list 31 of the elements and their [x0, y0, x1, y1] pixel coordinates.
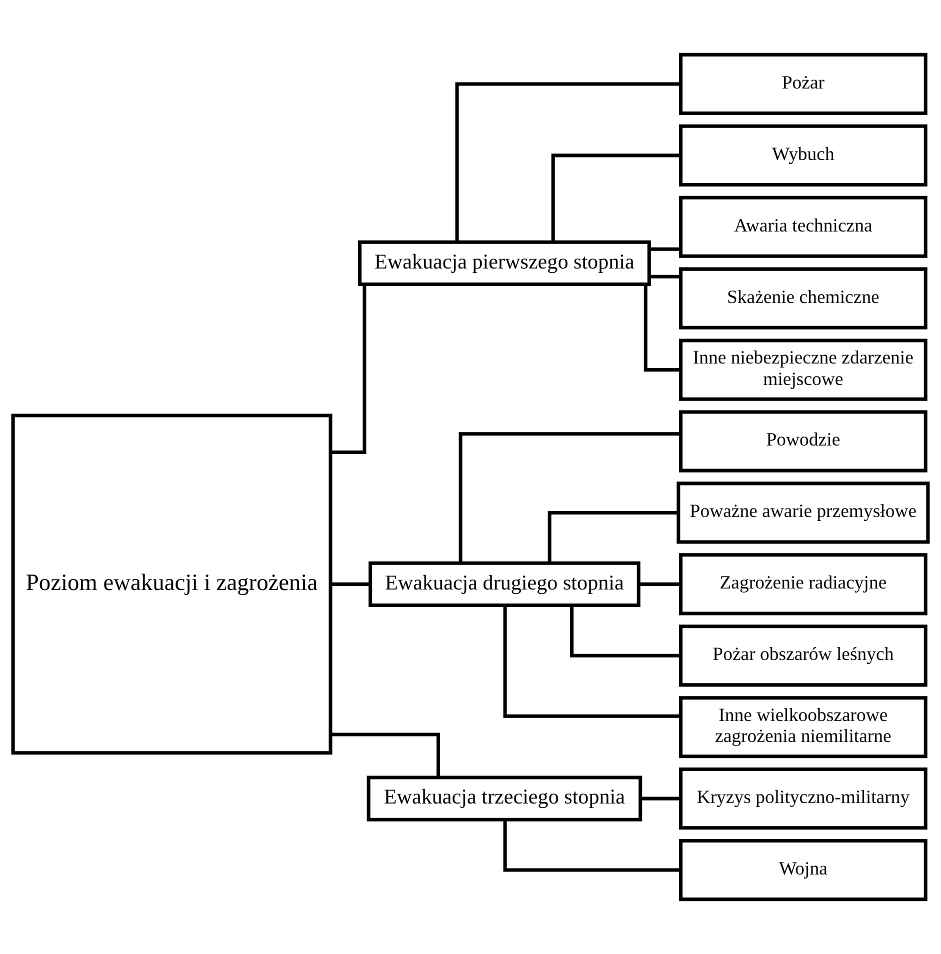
- connector: [503, 605, 681, 718]
- node-box: Poważne awarie przemysłowe: [676, 482, 930, 544]
- connector: [455, 82, 681, 242]
- node-box: Inne wielkoobszarowe zagrożenia niemilitarne: [679, 696, 928, 758]
- node-box: Inne niebezpieczne zdarzenie miejscowe: [679, 338, 928, 401]
- connector: [503, 820, 681, 872]
- connector: [330, 582, 370, 586]
- connector: [644, 284, 681, 372]
- connector: [638, 582, 680, 586]
- node-box: Zagrożenie radiacyjne: [679, 553, 928, 616]
- connector: [548, 510, 678, 563]
- connector: [649, 274, 681, 278]
- node-box: Kryzys polityczno-militarny: [679, 768, 928, 830]
- connector: [330, 732, 440, 778]
- connector: [570, 606, 681, 658]
- connector: [640, 796, 680, 800]
- node-box: Skażenie chemiczne: [679, 267, 928, 330]
- node-box: Pożar: [679, 52, 928, 116]
- connector: [330, 284, 366, 454]
- connector: [649, 247, 681, 251]
- node-box: Wybuch: [679, 124, 928, 186]
- node-box: Poziom ewakuacji i zagrożenia: [11, 414, 332, 755]
- node-box: Ewakuacja trzeciego stopnia: [366, 776, 642, 822]
- node-box: Wojna: [679, 838, 928, 902]
- node-box: Ewakuacja pierwszego stopnia: [358, 240, 651, 286]
- connector: [551, 154, 681, 242]
- node-box: Powodzie: [679, 410, 928, 472]
- node-box: Pożar obszarów leśnych: [679, 624, 928, 687]
- node-box: Awaria techniczna: [679, 196, 928, 258]
- connector: [458, 432, 680, 563]
- node-box: Ewakuacja drugiego stopnia: [368, 561, 640, 608]
